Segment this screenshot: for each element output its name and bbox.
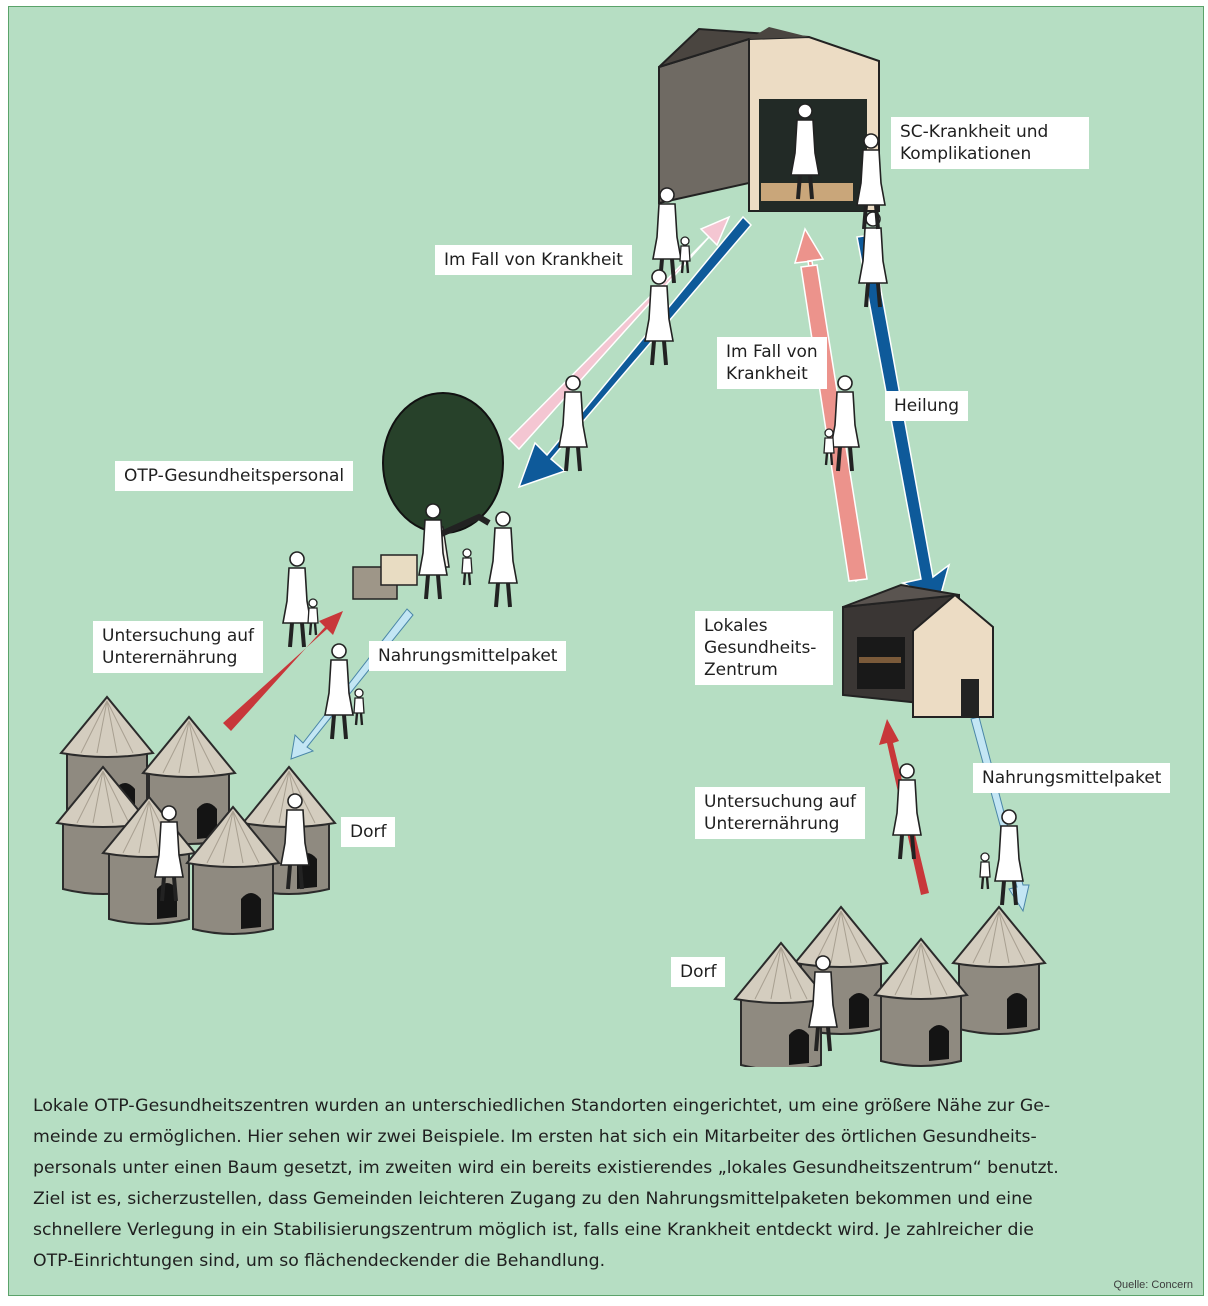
label-im-fall-von-krankheit-2: Im Fall von Krankheit	[717, 337, 827, 389]
label-im-fall-von-krankheit-1: Im Fall von Krankheit	[435, 245, 632, 275]
label-otp-gesundheitspersonal: OTP-Gesundheitspersonal	[115, 461, 354, 491]
label-untersuchung-2: Untersuchung auf Unterernährung	[695, 787, 866, 839]
arrow-lightblue-to-dorf2	[970, 716, 1030, 913]
arrow-red-to-tree	[223, 611, 343, 731]
person-figure	[487, 510, 519, 609]
local-health-center	[842, 583, 994, 718]
tree	[352, 392, 504, 600]
child-figure	[822, 427, 836, 467]
child-figure	[678, 235, 692, 275]
arrow-salmon-body	[800, 264, 868, 582]
hut-figure	[952, 906, 1046, 1035]
label-sc-krankheit: SC-Krankheit und Komplikationen	[891, 117, 1089, 169]
person-figure	[281, 550, 313, 649]
label-untersuchung-1: Untersuchung auf Unterernährung	[93, 621, 264, 673]
child-figure	[306, 597, 320, 637]
label-lokales-gesundheitszentrum: Lokales Gesundheits- Zentrum	[695, 611, 833, 685]
source-credit: Quelle: Concern	[1113, 1279, 1194, 1291]
label-heilung: Heilung	[885, 391, 969, 421]
sc-building	[658, 27, 880, 212]
label-dorf-2: Dorf	[671, 957, 726, 987]
child-figure	[978, 851, 992, 891]
caption-text: Lokale OTP-Gesundheitszentren wurden an …	[33, 1096, 1059, 1271]
label-dorf-1: Dorf	[341, 817, 396, 847]
hut-figure	[874, 938, 968, 1067]
person-figure	[323, 642, 355, 741]
label-nahrungsmittelpaket-1: Nahrungsmittelpaket	[369, 641, 567, 671]
diagram-frame: SC-Krankheit und Komplikationen Im Fall …	[8, 6, 1204, 1296]
child-figure	[460, 547, 474, 587]
label-nahrungsmittelpaket-2: Nahrungsmittelpaket	[973, 763, 1171, 793]
person-figure	[643, 268, 675, 367]
child-figure	[352, 687, 366, 727]
